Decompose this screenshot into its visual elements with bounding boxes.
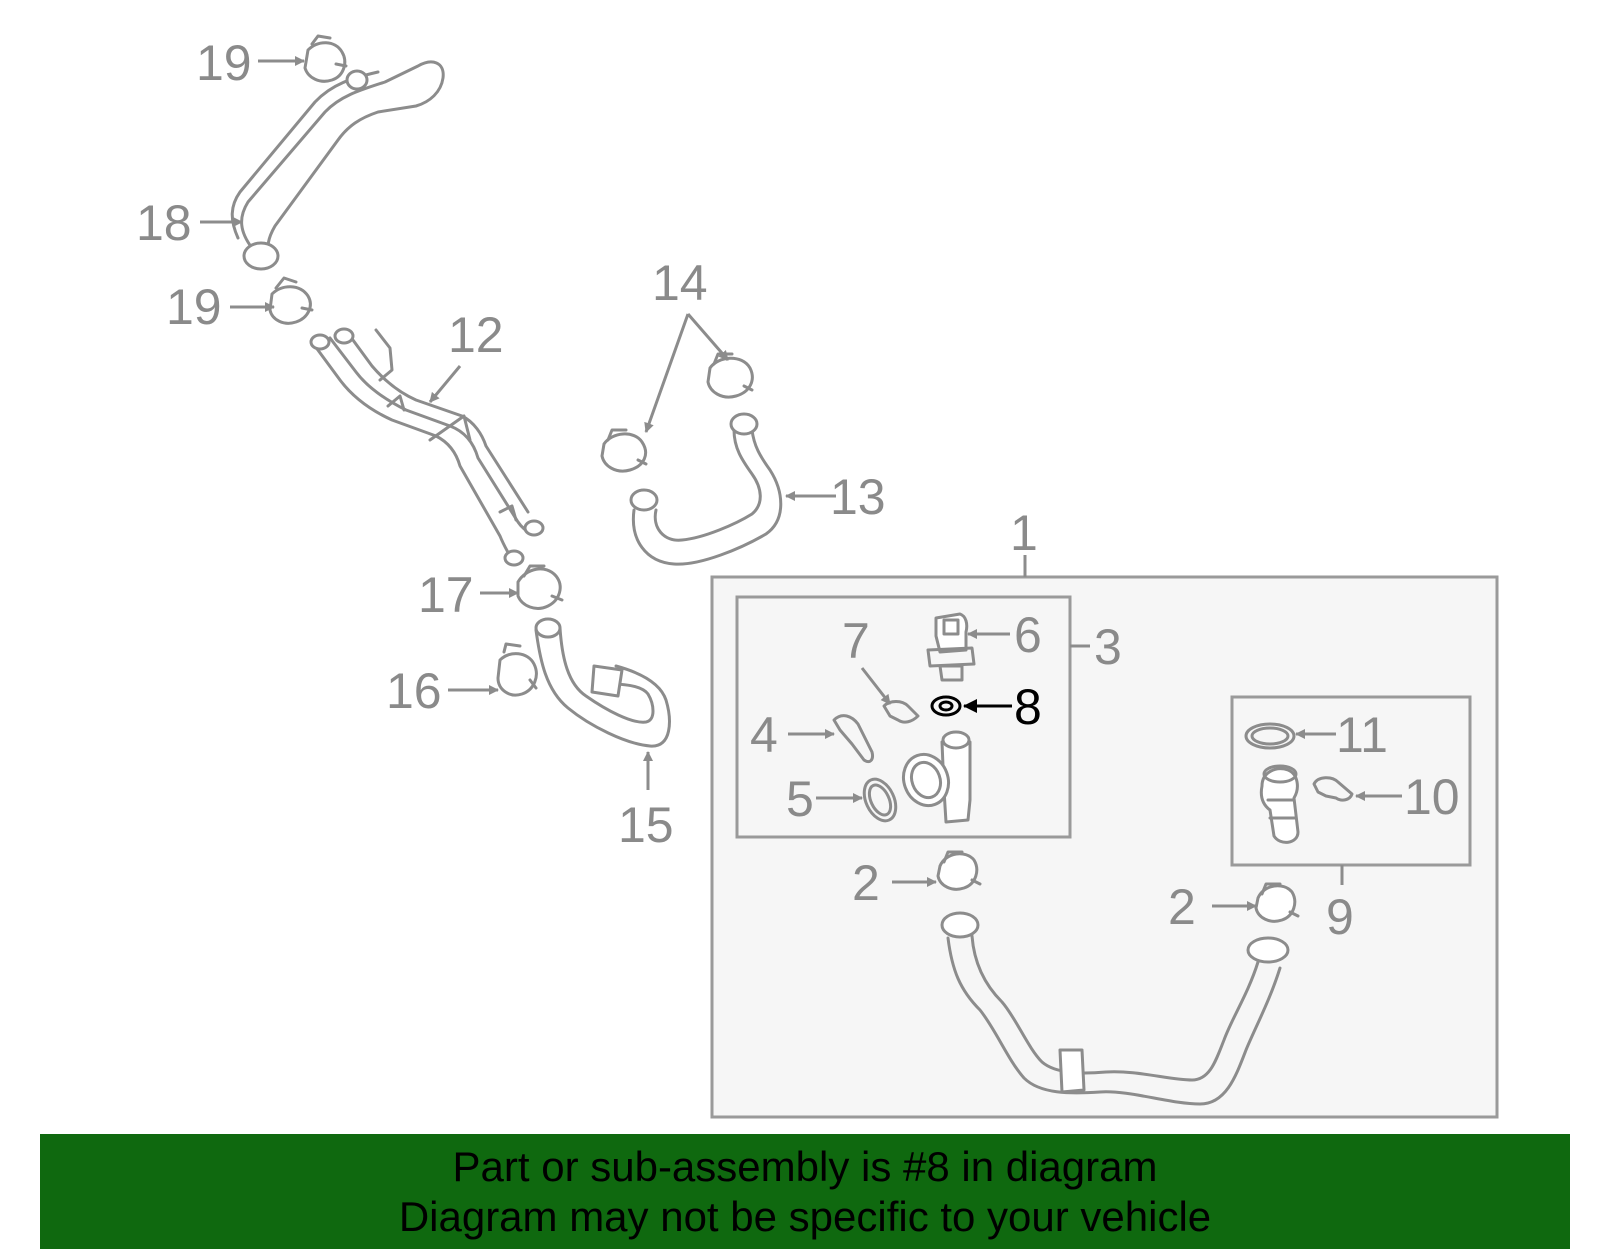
callout-10: 10 xyxy=(1404,769,1460,825)
subassembly-box-3 xyxy=(735,595,1072,839)
callout-19-lower: 19 xyxy=(166,279,222,335)
o-ring-11 xyxy=(1244,722,1296,750)
hose-clamp-2-right xyxy=(1254,882,1300,923)
info-banner: Part or sub-assembly is #8 in diagram Di… xyxy=(40,1134,1570,1249)
callout-8-highlighted: 8 xyxy=(1014,679,1042,735)
hose-clamp-2-left xyxy=(936,850,982,891)
hose-clamp-17 xyxy=(516,564,564,610)
callout-15: 15 xyxy=(618,797,674,853)
callout-5: 5 xyxy=(786,771,814,827)
callout-19-upper: 19 xyxy=(196,35,252,91)
hose-clamp-16 xyxy=(496,642,538,697)
parts-diagram: 19 18 19 12 14 13 17 16 15 1 6 3 7 8 4 5… xyxy=(136,34,1499,1119)
seal-ring-8 xyxy=(930,695,962,717)
callout-7: 7 xyxy=(842,613,870,669)
hose-clamp-14-right xyxy=(706,352,754,399)
callout-13: 13 xyxy=(830,469,886,525)
callout-6: 6 xyxy=(1014,607,1042,663)
o-ring-5 xyxy=(862,777,898,823)
callout-2-left: 2 xyxy=(852,855,880,911)
callout-17: 17 xyxy=(418,567,474,623)
hose-clamp-19-upper xyxy=(303,34,348,83)
coolant-flange-housing xyxy=(901,730,972,824)
coolant-hose-assembly xyxy=(940,911,1290,1106)
quick-connector xyxy=(1259,764,1300,844)
callout-14: 14 xyxy=(652,255,708,311)
callout-4: 4 xyxy=(750,707,778,763)
retaining-clip-10 xyxy=(1312,776,1354,802)
callout-16: 16 xyxy=(386,663,442,719)
hose-clamp-14-left xyxy=(600,428,648,473)
callout-1: 1 xyxy=(1010,505,1038,561)
callout-3: 3 xyxy=(1094,619,1122,675)
callout-18: 18 xyxy=(136,195,192,251)
coolant-pipe-18 xyxy=(230,60,445,271)
coolant-hose-13 xyxy=(629,412,783,566)
callout-12: 12 xyxy=(448,307,504,363)
retaining-clip-4 xyxy=(832,714,874,764)
callout-9: 9 xyxy=(1326,889,1354,945)
callout-2-right: 2 xyxy=(1168,879,1196,935)
coolant-hose-15 xyxy=(534,617,671,748)
retaining-clip-7 xyxy=(882,700,920,724)
hose-clamp-19-lower xyxy=(268,276,314,325)
sensor-6 xyxy=(926,612,976,682)
callout-11: 11 xyxy=(1336,707,1388,763)
coolant-pipe-12 xyxy=(309,327,545,567)
banner-vehicle-disclaimer: Diagram may not be specific to your vehi… xyxy=(398,1193,1212,1240)
banner-part-note: Part or sub-assembly is #8 in diagram xyxy=(452,1143,1158,1190)
